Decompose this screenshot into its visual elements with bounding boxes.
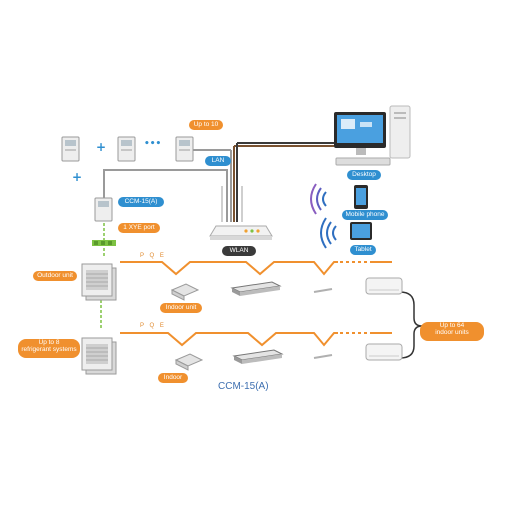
wall-controller-2 (117, 136, 136, 162)
plus-symbol-2: + (72, 170, 83, 184)
wifi-signal-tablet (320, 217, 337, 249)
tablet-label: Tablet (350, 245, 376, 255)
up-to-8-line2: refrigerant systems (21, 345, 77, 353)
indoor-unit-ceiling-cassette-bottom (174, 353, 204, 371)
indoor-unit-small-bottom (313, 354, 333, 359)
tablet-device (350, 222, 372, 240)
xye-port-connector (92, 240, 116, 246)
wlan-label: WLAN (222, 246, 256, 256)
outdoor-unit-bottom (81, 337, 117, 375)
wifi-signal-phone (310, 183, 327, 215)
outdoor-unit-label: Outdoor unit (33, 271, 77, 281)
wifi-router (209, 186, 273, 240)
pqe-label-bottom: P Q E (140, 323, 166, 329)
mobile-phone-label: Mobile phone (342, 210, 388, 220)
indoor-unit-duct-top (230, 281, 282, 296)
ellipsis-symbol: ••• (144, 139, 162, 149)
up-to-8-line1: Up to 8 (38, 339, 60, 346)
indoor-units-brace (399, 291, 423, 359)
up-to-64-line2: indoor units (435, 328, 469, 336)
indoor-unit-ceiling-cassette-top (170, 283, 200, 301)
wall-controller-3 (175, 136, 194, 162)
lan-label: LAN (205, 156, 231, 166)
up-to-10-label: Up to 10 (189, 120, 223, 130)
ccm-controller (94, 197, 113, 222)
pqe-bus-bottom (120, 332, 392, 347)
plus-symbol-1: + (96, 140, 107, 154)
desktop-label: Desktop (347, 170, 381, 180)
indoor-unit-wall-top (365, 277, 403, 295)
wall-controller-1 (61, 136, 80, 162)
indoor-label: Indoor (158, 373, 188, 383)
pqe-bus-top (120, 261, 392, 276)
indoor-unit-duct-bottom (232, 349, 284, 364)
indoor-unit-wall-bottom (365, 343, 403, 361)
cable-lines (100, 142, 334, 330)
up-to-64-line1: Up to 64 (439, 322, 465, 329)
up-to-8-label: Up to 8 refrigerant systems (18, 339, 80, 358)
desktop-computer (334, 105, 411, 166)
pqe-label-top: P Q E (140, 253, 166, 259)
xye-port-label: 1 XYE port (118, 223, 160, 233)
ccm-label: CCM-15(A) (118, 197, 164, 207)
indoor-unit-label: Indoor unit (160, 303, 202, 313)
outdoor-unit-top (81, 263, 117, 301)
diagram-caption: CCM-15(A) (218, 381, 269, 392)
indoor-unit-small-top (313, 288, 333, 293)
up-to-64-label: Up to 64 indoor units (420, 322, 484, 341)
mobile-phone (354, 185, 368, 209)
